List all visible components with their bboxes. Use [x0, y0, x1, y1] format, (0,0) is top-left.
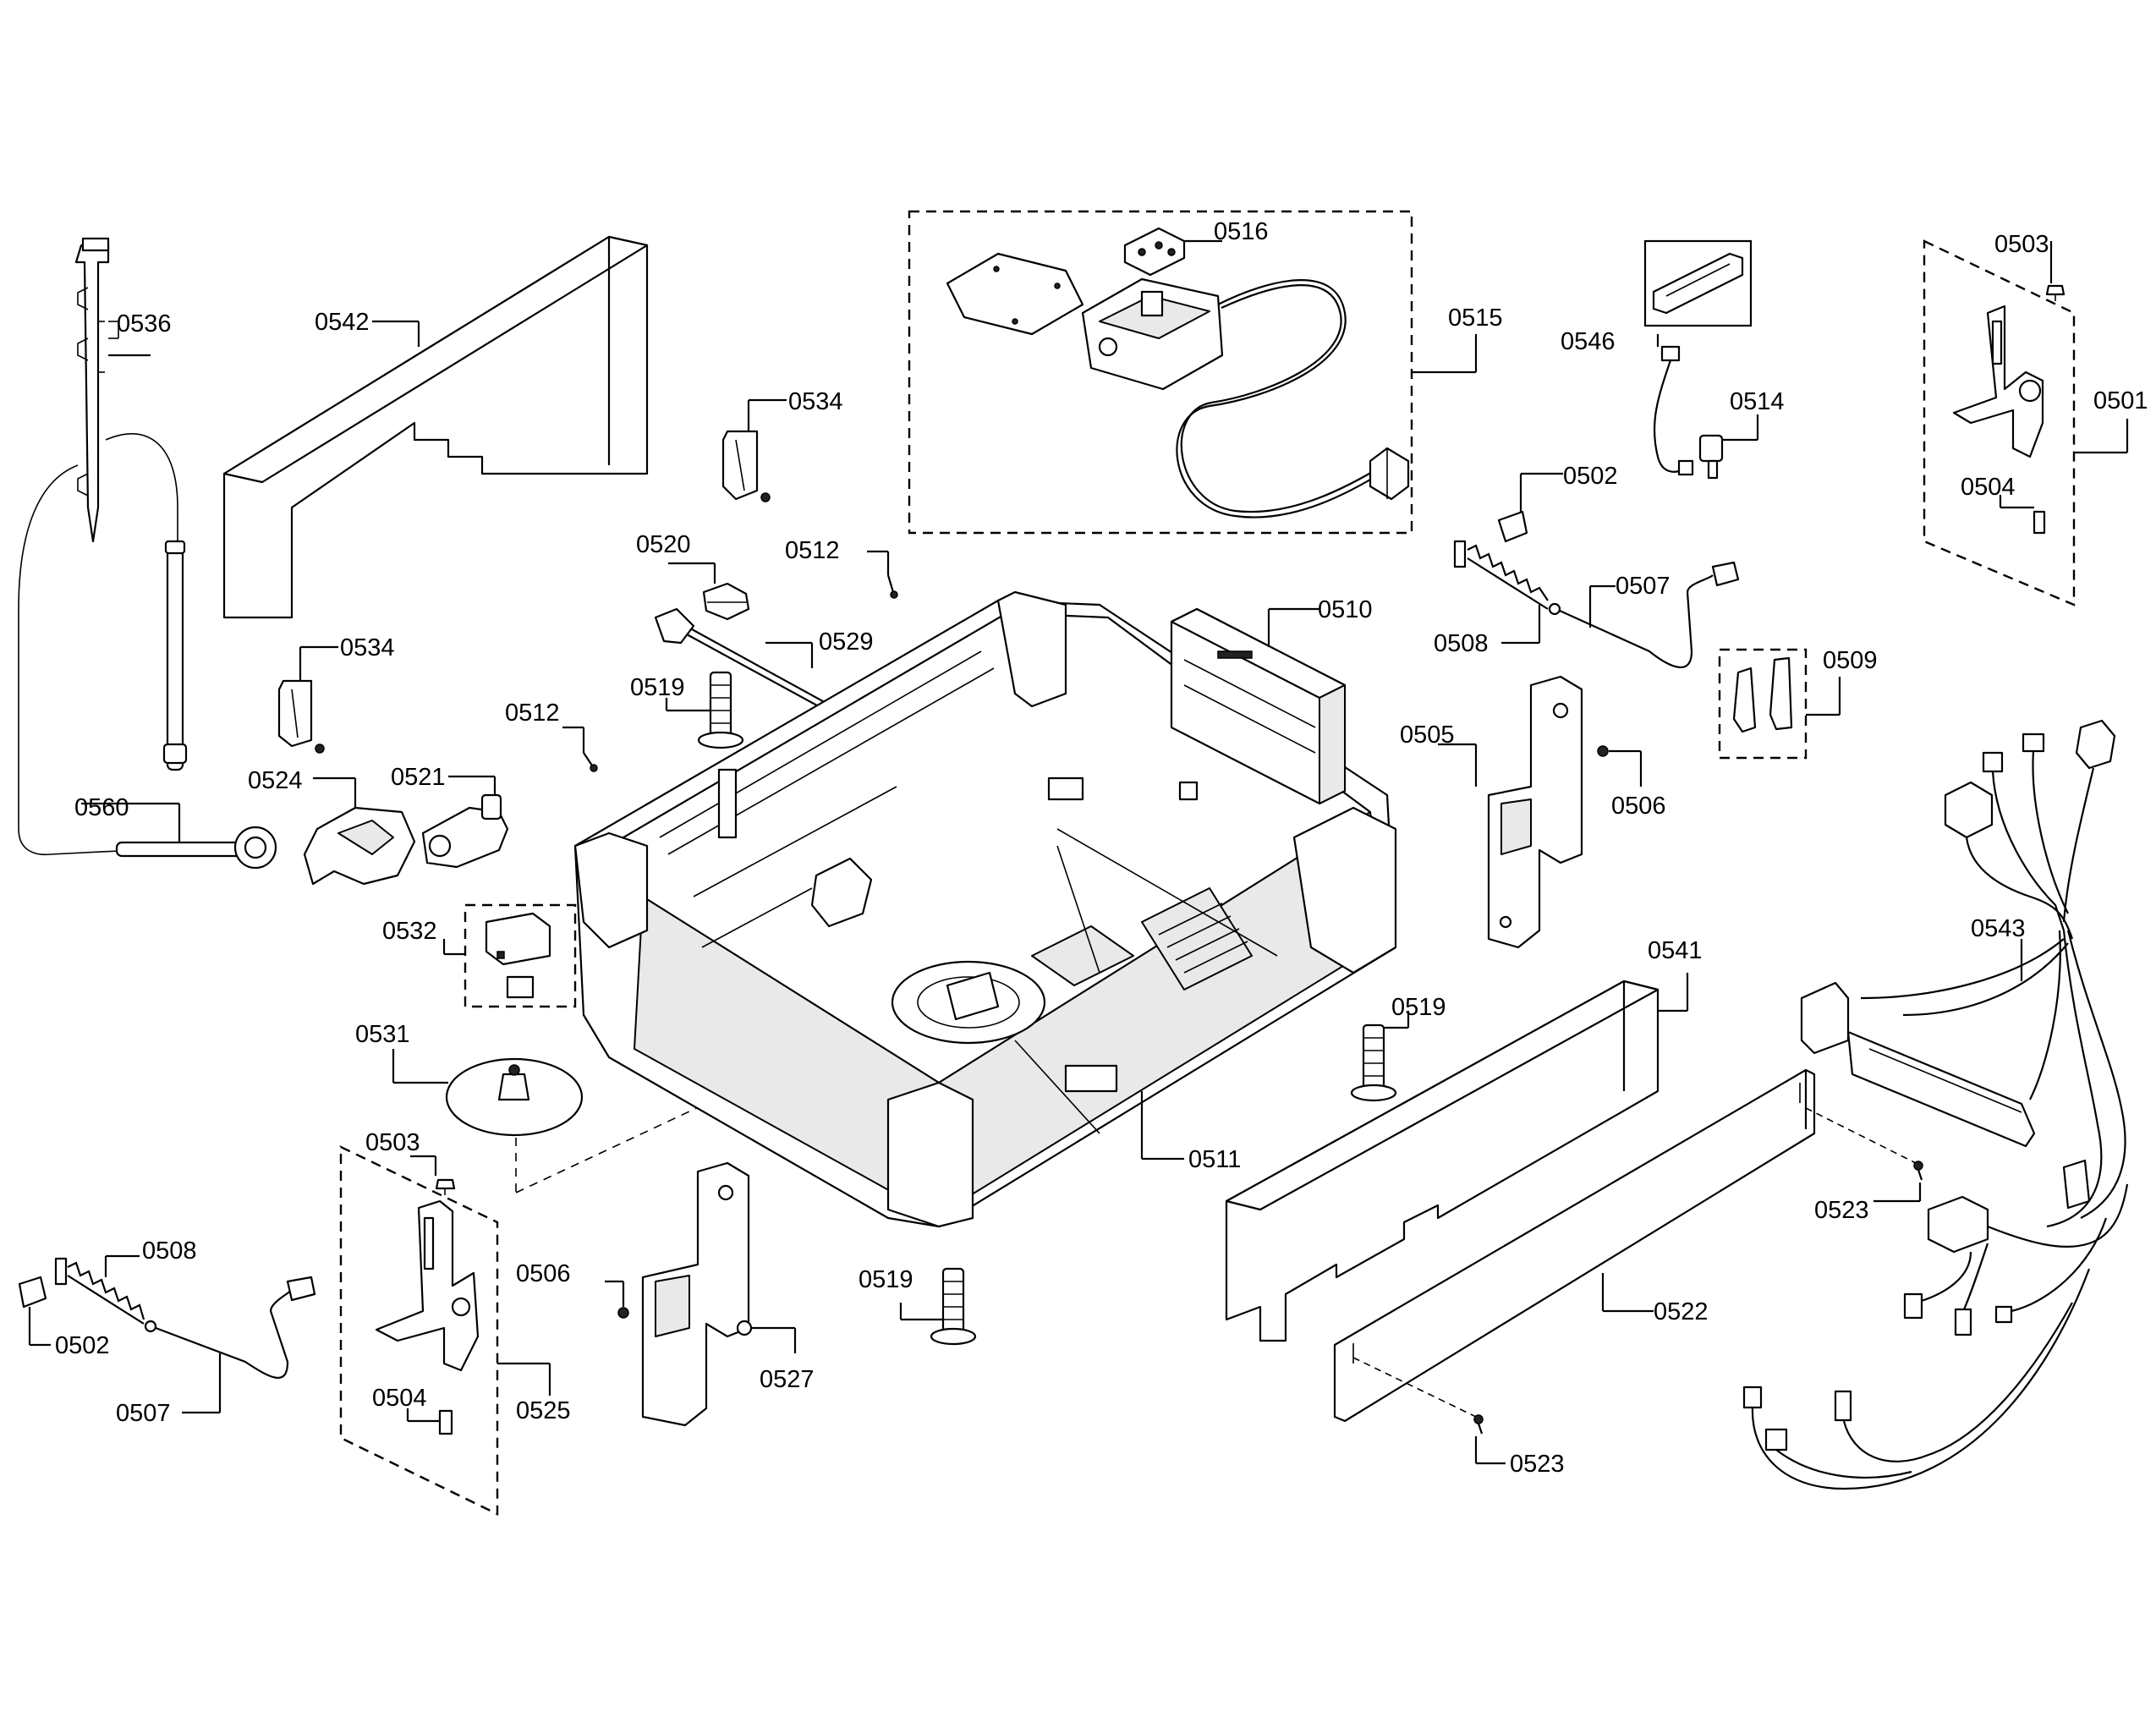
label-0504-top: 0504 [1961, 474, 2016, 501]
label-0512-mid: 0512 [505, 700, 560, 727]
part-0534-clip-top [721, 430, 771, 502]
label-0511: 0511 [1188, 1146, 1241, 1173]
part-0560-axle [115, 826, 277, 870]
label-0504-bottom: 0504 [372, 1385, 427, 1412]
label-0542: 0542 [315, 309, 370, 336]
label-0524: 0524 [248, 767, 303, 794]
part-0531-disc [445, 1057, 584, 1137]
label-0514: 0514 [1730, 388, 1785, 415]
part-0502-clip-top [1497, 510, 1528, 543]
kit-box-0532 [464, 903, 577, 1008]
label-0516: 0516 [1214, 218, 1269, 245]
part-0524-bracket [303, 806, 416, 886]
part-0503-screw-top [2045, 284, 2065, 301]
label-0510: 0510 [1318, 596, 1373, 623]
label-0527: 0527 [760, 1366, 815, 1393]
label-0505: 0505 [1400, 722, 1455, 749]
label-0509: 0509 [1823, 647, 1878, 674]
kit-box-0509 [1718, 648, 1808, 760]
box-0546 [1643, 239, 1753, 327]
part-0560-tube [162, 540, 188, 771]
part-0506-screw-top [1597, 745, 1609, 757]
label-0508-top: 0508 [1434, 630, 1489, 657]
part-0504-clip-top [2033, 510, 2046, 535]
part-0515-housing [1081, 277, 1224, 391]
label-0503-top: 0503 [1994, 231, 2049, 258]
part-0512-screw-top [886, 574, 898, 599]
part-0507-cable-bottom [144, 1276, 316, 1379]
part-0525-hinge [375, 1199, 480, 1372]
part-0532-switch [485, 912, 551, 999]
label-0519-mid: 0519 [1391, 994, 1446, 1021]
part-0515-cover [946, 252, 1084, 336]
part-0541-front-panel [1225, 979, 1660, 1342]
label-0541: 0541 [1648, 937, 1703, 964]
label-0523-top: 0523 [1814, 1197, 1869, 1224]
label-0502-top: 0502 [1563, 463, 1618, 490]
part-0507-cable-top [1548, 561, 1740, 668]
part-0527-bracket [641, 1161, 753, 1427]
label-0503-bottom: 0503 [365, 1129, 420, 1156]
part-0542-panel [222, 235, 649, 619]
part-0506-screw-bottom [617, 1307, 629, 1319]
label-0534-top: 0534 [788, 388, 843, 415]
label-0529: 0529 [819, 628, 874, 656]
part-0503-screw-bottom [435, 1178, 456, 1195]
label-0506-top: 0506 [1611, 793, 1666, 820]
label-0534-mid: 0534 [340, 634, 395, 661]
label-0532: 0532 [382, 918, 437, 945]
label-0546: 0546 [1561, 328, 1616, 355]
part-0519-foot-bottom [930, 1267, 977, 1346]
label-0507-top: 0507 [1616, 573, 1670, 600]
part-0519-foot-mid [1350, 1023, 1397, 1102]
label-0519-bottom: 0519 [859, 1266, 913, 1293]
label-0512-top: 0512 [785, 537, 840, 564]
label-0515: 0515 [1448, 305, 1503, 332]
label-0506-bottom: 0506 [516, 1260, 571, 1287]
label-0531: 0531 [355, 1021, 410, 1048]
part-0523-screw-bottom [1473, 1414, 1484, 1435]
label-0508-bottom: 0508 [142, 1237, 197, 1265]
kit-box-0501 [1923, 239, 2076, 606]
part-0514-sensor [1698, 434, 1724, 480]
part-0502-clip-bottom [18, 1276, 47, 1309]
label-0522: 0522 [1654, 1298, 1709, 1325]
part-0501-hinge [1952, 305, 2044, 458]
label-0521: 0521 [391, 764, 446, 791]
label-0523-bottom: 0523 [1510, 1451, 1565, 1478]
label-0536: 0536 [117, 310, 172, 337]
label-0519-top: 0519 [630, 674, 685, 701]
label-0560: 0560 [74, 794, 129, 821]
part-0534-clip-mid [277, 679, 325, 754]
part-0546-harness [1653, 345, 1694, 476]
part-0519-foot-top [697, 671, 744, 749]
part-0508-spring-bottom [54, 1257, 145, 1325]
part-0536-lift-rod [74, 237, 110, 543]
part-0512-screw-mid [583, 752, 598, 772]
label-0525: 0525 [516, 1397, 571, 1424]
label-0543: 0543 [1971, 915, 2026, 942]
part-0520-gear [702, 582, 750, 621]
part-0543-harness [1742, 719, 2129, 1490]
kit-box-0525 [339, 1145, 499, 1516]
part-0515-plug [1369, 447, 1410, 501]
label-0507-bottom: 0507 [116, 1400, 171, 1427]
part-0508-spring-top [1453, 540, 1549, 610]
label-0520: 0520 [636, 531, 691, 558]
part-0522-kickplate [1333, 1068, 1816, 1423]
part-0521-valve [421, 793, 509, 869]
part-0509-clips [1732, 656, 1793, 733]
part-0505-bracket [1487, 675, 1583, 949]
part-0516-terminal [1123, 227, 1186, 277]
part-0504-clip-bottom [438, 1409, 453, 1435]
part-0510-module [1170, 607, 1347, 805]
part-0546-bracket [1652, 252, 1744, 315]
label-0501: 0501 [2093, 387, 2148, 414]
part-0523-screw-top [1913, 1161, 1923, 1181]
label-0502-bottom: 0502 [55, 1332, 110, 1359]
